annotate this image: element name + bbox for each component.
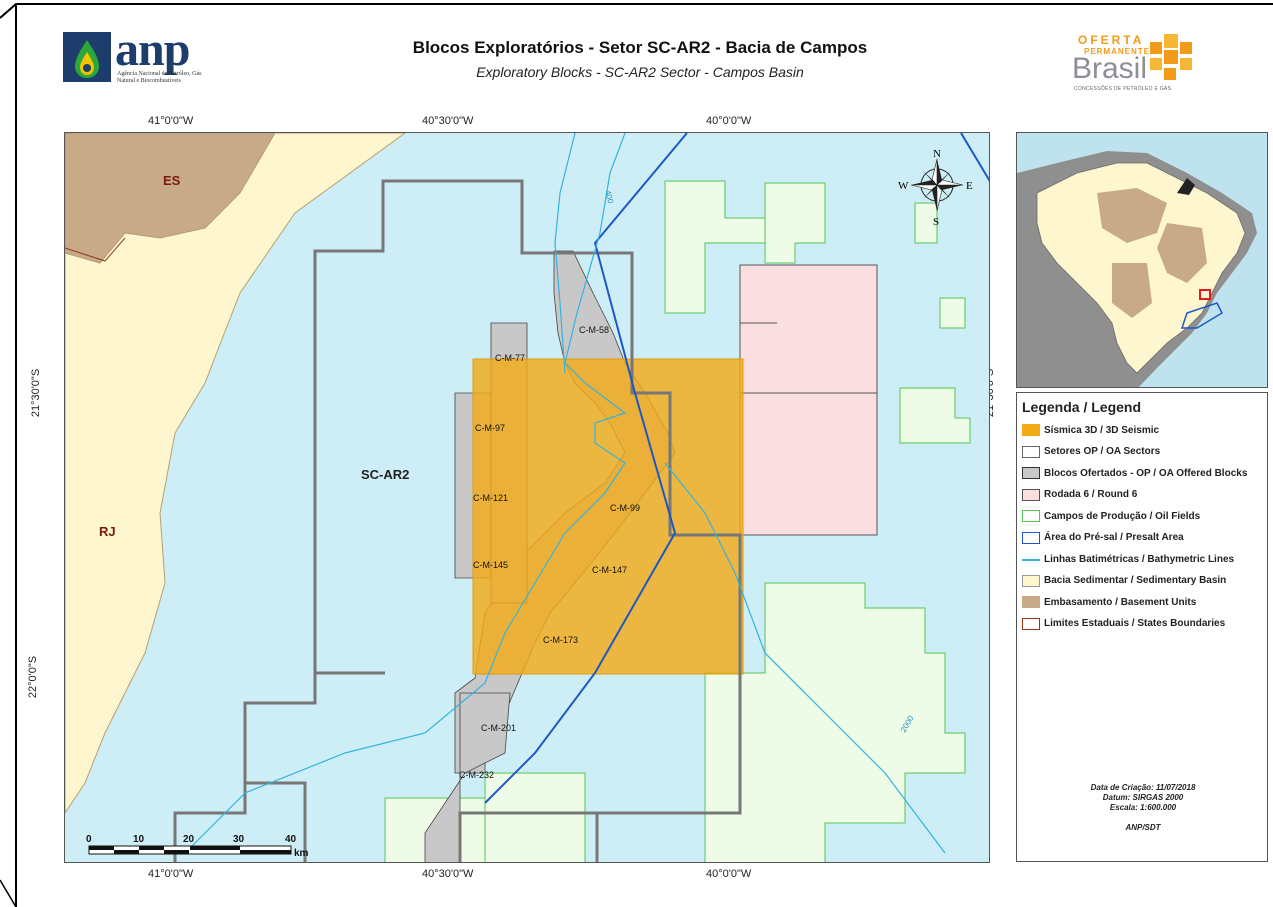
coord-top-1: 41°0'0"W	[148, 115, 194, 127]
scale-tick-0: 0	[86, 834, 92, 845]
oferta-tagline: CONCESSÕES DE PETRÓLEO E GÁS	[1074, 86, 1172, 92]
scale-unit: km	[294, 848, 309, 859]
legend-swatch	[1022, 596, 1040, 608]
creation-date: Data de Criação: 11/07/2018	[1090, 783, 1196, 792]
oferta-word: OFERTA	[1078, 33, 1145, 47]
main-map[interactable]: C-M-58 C-M-77 C-M-97 C-M-121 C-M-145 C-M…	[64, 132, 990, 863]
block-label-c-m-99: C-M-99	[610, 503, 640, 513]
block-label-c-m-201: C-M-201	[481, 723, 516, 733]
inset-map-canvas	[1017, 133, 1267, 387]
author: ANP/SDT	[1125, 823, 1161, 832]
legend-label: Área do Pré-sal / Presalt Area	[1044, 532, 1184, 543]
legend-swatch	[1022, 574, 1040, 587]
anp-subtitle: Agência Nacional do Petróleo, Gás Natura…	[117, 71, 202, 84]
block-label-c-m-58: C-M-58	[579, 325, 609, 335]
legend-swatch	[1022, 531, 1040, 544]
block-label-c-m-147: C-M-147	[592, 565, 627, 575]
legend-item: Blocos Ofertados - OP / OA Offered Block…	[1022, 464, 1247, 482]
sector-label: SC-AR2	[361, 467, 409, 482]
coord-bottom-1: 41°0'0"W	[148, 868, 194, 880]
anp-wordmark: anp	[115, 23, 190, 76]
scale-tick-20: 20	[183, 834, 195, 845]
block-label-c-m-232: C-M-232	[459, 770, 494, 780]
bathymetry-label-400: 400	[603, 189, 615, 205]
bathymetric-lines	[184, 133, 946, 854]
datum: Datum: SIRGAS 2000	[1102, 793, 1184, 802]
oferta-squares-icon	[1150, 34, 1192, 80]
compass-n: N	[933, 148, 941, 160]
north-arrow-icon: N S E W	[898, 148, 973, 228]
legend-item: Bacia Sedimentar / Sedimentary Basin	[1022, 572, 1226, 590]
scale-tick-30: 30	[233, 834, 245, 845]
legend-line-swatch	[1022, 553, 1040, 565]
3d-seismic-area	[472, 358, 744, 675]
legend-label: Embasamento / Basement Units	[1044, 596, 1197, 608]
anp-logo: anp Agência Nacional do Petróleo, Gás Na…	[63, 23, 213, 90]
block-label-c-m-97: C-M-97	[475, 423, 505, 433]
main-map-canvas: C-M-58 C-M-77 C-M-97 C-M-121 C-M-145 C-M…	[65, 133, 989, 862]
block-label-c-m-173: C-M-173	[543, 635, 578, 645]
legend-item: Rodada 6 / Round 6	[1022, 486, 1137, 504]
inset-map[interactable]	[1016, 132, 1268, 388]
legend-label: Rodada 6 / Round 6	[1044, 489, 1138, 500]
legend-label: Limites Estaduais / States Boundaries	[1044, 618, 1226, 629]
legend-item: Embasamento / Basement Units	[1022, 593, 1196, 611]
oferta-permanente-logo: OFERTA PERMANENTE Brasil CONCESSÕES DE P…	[1068, 30, 1198, 100]
legend-swatch	[1022, 510, 1040, 522]
legend-swatch	[1022, 445, 1040, 458]
map-title: Blocos Exploratórios - Setor SC-AR2 - Ba…	[412, 38, 868, 57]
coord-left-2: 22°0'0"S	[27, 655, 40, 699]
compass-w: W	[898, 180, 909, 192]
permanente-word: PERMANENTE	[1084, 47, 1151, 56]
sedimentary-basin	[65, 133, 406, 814]
legend-label: Bacia Sedimentar / Sedimentary Basin	[1044, 575, 1227, 586]
round-6-area	[739, 264, 878, 536]
sc-ar2-sector	[173, 179, 742, 862]
block-labels: C-M-58 C-M-77 C-M-97 C-M-121 C-M-145 C-M…	[459, 325, 640, 780]
anp-drop-icon	[63, 32, 111, 82]
state-boundary	[65, 237, 126, 262]
legend-swatch	[1022, 488, 1040, 501]
legend-swatch	[1022, 617, 1040, 630]
compass-s: S	[933, 216, 939, 228]
legend-label: Setores OP / OA Sectors	[1044, 446, 1161, 457]
compass-e: E	[966, 180, 973, 192]
map-scale: Escala: 1:600.000	[1109, 803, 1177, 812]
legend-label: Linhas Batimétricas / Bathymetric Lines	[1044, 553, 1235, 565]
block-label-c-m-121: C-M-121	[473, 493, 508, 503]
legend-item: Área do Pré-sal / Presalt Area	[1022, 529, 1184, 547]
state-label-rj: RJ	[99, 524, 116, 539]
coord-left-1: 21°30'0"S	[30, 368, 43, 418]
coord-bottom-2: 40°30'0"W	[422, 868, 474, 880]
legend-item: Linhas Batimétricas / Bathymetric Lines	[1022, 550, 1234, 568]
legend-title: Legenda / Legend	[1022, 399, 1142, 415]
legend-item: Setores OP / OA Sectors	[1022, 443, 1160, 461]
scale-tick-40: 40	[285, 834, 297, 845]
legend-item: Limites Estaduais / States Boundaries	[1022, 615, 1225, 633]
legend-item: Campos de Produção / Oil Fields	[1022, 507, 1200, 525]
inset-locator-box	[1199, 289, 1211, 300]
legend-label: Blocos Ofertados - OP / OA Offered Block…	[1044, 467, 1248, 479]
scale-tick-10: 10	[133, 834, 145, 845]
coord-top-3: 40°0'0"W	[706, 115, 752, 127]
legend-label: Campos de Produção / Oil Fields	[1044, 510, 1201, 522]
inset-presalt	[1180, 302, 1223, 329]
presalt-boundary	[484, 133, 688, 804]
state-label-es: ES	[163, 173, 181, 188]
map-subtitle: Exploratory Blocks - SC-AR2 Sector - Cam…	[476, 64, 804, 80]
brasil-word: Brasil	[1072, 52, 1148, 85]
legend-swatch	[1022, 424, 1040, 436]
coord-bottom-3: 40°0'0"W	[706, 868, 752, 880]
block-label-c-m-77: C-M-77	[495, 353, 525, 363]
legend-panel: Legenda / Legend Sísmica 3D / 3D Seismic…	[1016, 392, 1268, 862]
legend-swatch	[1022, 467, 1040, 479]
scale-bar: 0 10 20 30 40 km	[86, 834, 309, 859]
block-label-c-m-145: C-M-145	[473, 560, 508, 570]
legend-item: Sísmica 3D / 3D Seismic	[1022, 421, 1159, 439]
legend-label: Sísmica 3D / 3D Seismic	[1044, 424, 1160, 436]
coord-top-2: 40°30'0"W	[422, 115, 474, 127]
